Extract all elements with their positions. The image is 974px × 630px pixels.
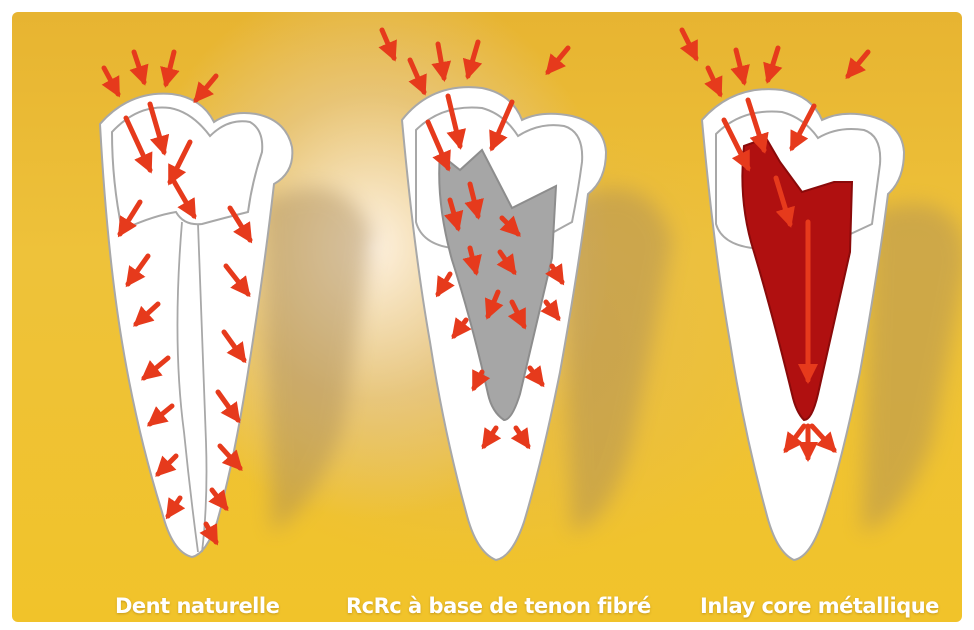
tooth-natural <box>100 94 292 557</box>
label-fiber-post: RcRc à base de tenon fibré <box>346 594 651 618</box>
label-natural-tooth: Dent naturelle <box>115 594 279 618</box>
tooth-stress-diagram <box>12 12 962 622</box>
label-metal-inlay: Inlay core métallique <box>700 594 939 618</box>
diagram-panel: Dent naturelle RcRc à base de tenon fibr… <box>12 12 962 622</box>
